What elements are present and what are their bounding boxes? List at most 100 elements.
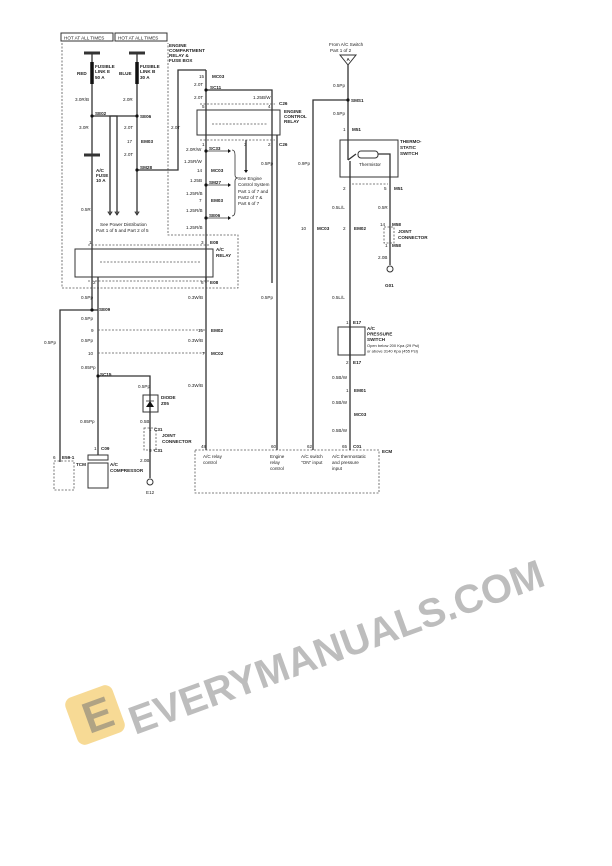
engine-compartment-box bbox=[61, 43, 239, 289]
label: 0.9Pp bbox=[298, 161, 310, 166]
label: 10 bbox=[301, 226, 307, 231]
wire bbox=[109, 115, 137, 215]
label: 2.0B bbox=[140, 458, 149, 463]
label: G01 bbox=[385, 283, 394, 288]
label: FUSE bbox=[96, 173, 108, 178]
label: M58 bbox=[392, 222, 401, 227]
watermark-logo bbox=[65, 685, 125, 745]
label: E12 bbox=[146, 490, 155, 495]
label: 10 bbox=[88, 351, 94, 356]
label: 1 bbox=[89, 240, 92, 245]
label: 65 bbox=[342, 444, 348, 449]
label: 50 A bbox=[95, 75, 105, 80]
label: 2.0T bbox=[124, 125, 133, 130]
label: 2 bbox=[343, 186, 346, 191]
label: 6 bbox=[53, 455, 56, 460]
watermark-text: EVERYMANUALS.COM bbox=[123, 552, 550, 743]
label: Part 1 of 7 and bbox=[238, 189, 269, 194]
label: M51 bbox=[352, 127, 361, 132]
label: SE06 bbox=[140, 114, 152, 119]
ac-pressure-switch bbox=[337, 326, 366, 356]
watermark: E EVERYMANUALS.COM bbox=[65, 552, 550, 745]
label: 2 bbox=[93, 280, 96, 285]
label: A/C thermostatic bbox=[332, 454, 367, 459]
label: SC15 bbox=[100, 372, 112, 377]
fusible-link-e bbox=[84, 51, 100, 310]
label: 0.5Pp bbox=[81, 338, 93, 343]
label: 5 bbox=[384, 186, 387, 191]
label: Part 1 of 2 bbox=[330, 48, 352, 53]
label: See Engine bbox=[238, 176, 262, 181]
label: 14 bbox=[380, 222, 386, 227]
label: and pressure bbox=[332, 460, 359, 465]
label: C26 bbox=[279, 101, 288, 106]
label: EM03 bbox=[211, 198, 223, 203]
label: 60 bbox=[271, 444, 277, 449]
label: 0.3W/B bbox=[188, 383, 203, 388]
label: Engine bbox=[270, 454, 285, 459]
label: 6 bbox=[201, 280, 204, 285]
label: Control System bbox=[238, 182, 270, 187]
wire bbox=[206, 89, 273, 283]
label: or above 3140 Kpa (455 Psi) bbox=[367, 349, 419, 354]
ecm-box bbox=[194, 449, 380, 494]
label: 2 bbox=[343, 226, 346, 231]
label: 48 bbox=[201, 444, 207, 449]
label: M51 bbox=[394, 186, 403, 191]
label: C26 bbox=[279, 142, 288, 147]
label: ENGINE bbox=[284, 109, 302, 114]
label: 1.25R/W bbox=[184, 159, 203, 164]
label: SC33 bbox=[209, 146, 221, 151]
label: 0.85Pp bbox=[81, 365, 96, 370]
label: A/C bbox=[110, 462, 119, 467]
label: 1 bbox=[385, 243, 388, 248]
tcm-box bbox=[53, 460, 75, 491]
label: SMS1 bbox=[351, 98, 364, 103]
label: RELAY bbox=[284, 119, 299, 124]
label: BLUE bbox=[119, 71, 132, 76]
hot-at-all-times-box bbox=[60, 32, 114, 42]
label: 2 bbox=[346, 360, 349, 365]
label: 1 bbox=[346, 388, 349, 393]
label: SM28 bbox=[140, 165, 152, 170]
label: CONTROL bbox=[284, 114, 307, 119]
label: 0.3W/B bbox=[188, 338, 203, 343]
label: E17 bbox=[353, 360, 362, 365]
label: 7 bbox=[199, 198, 202, 203]
label: C09 bbox=[101, 446, 110, 451]
label: 1 bbox=[202, 142, 205, 147]
label: A bbox=[347, 57, 351, 62]
ground-g01-icon bbox=[386, 265, 394, 273]
label: control bbox=[203, 460, 217, 465]
fusible-link-b bbox=[129, 51, 145, 215]
label: C01 bbox=[353, 444, 362, 449]
label: 1.25R/B bbox=[186, 191, 203, 196]
label: 0.5Pp bbox=[44, 340, 56, 345]
label: COMPARTMENT bbox=[169, 48, 205, 53]
label: SM27 bbox=[209, 180, 221, 185]
label: relay bbox=[270, 460, 281, 465]
label: 1 bbox=[149, 427, 152, 432]
label: 0.5B/W bbox=[332, 428, 348, 433]
label: 0.5L/L bbox=[332, 205, 345, 210]
connector-a-icon bbox=[338, 54, 358, 66]
label: 0.5B/W bbox=[332, 375, 348, 380]
label: DIODE bbox=[161, 395, 176, 400]
label: PRESSURE bbox=[367, 332, 392, 337]
diode-z05 bbox=[142, 394, 159, 413]
label: 0.5Pp bbox=[333, 111, 345, 116]
label: 3 bbox=[201, 240, 204, 245]
label: 10 A bbox=[96, 178, 106, 183]
label: 62 bbox=[307, 444, 313, 449]
label: 0.5B bbox=[140, 419, 149, 424]
label: A/C bbox=[367, 326, 376, 331]
label: 30 A bbox=[140, 75, 150, 80]
label: 0.5Pp bbox=[261, 161, 273, 166]
label: CONNECTOR bbox=[398, 235, 428, 240]
hot-at-all-times-box bbox=[114, 32, 168, 42]
label: HOT AT ALL TIMES bbox=[64, 36, 104, 41]
label: M58 bbox=[392, 243, 401, 248]
label: EM02 bbox=[354, 226, 366, 231]
label: Part2 of 7 & bbox=[238, 195, 262, 200]
label: 3.0R bbox=[79, 125, 89, 130]
